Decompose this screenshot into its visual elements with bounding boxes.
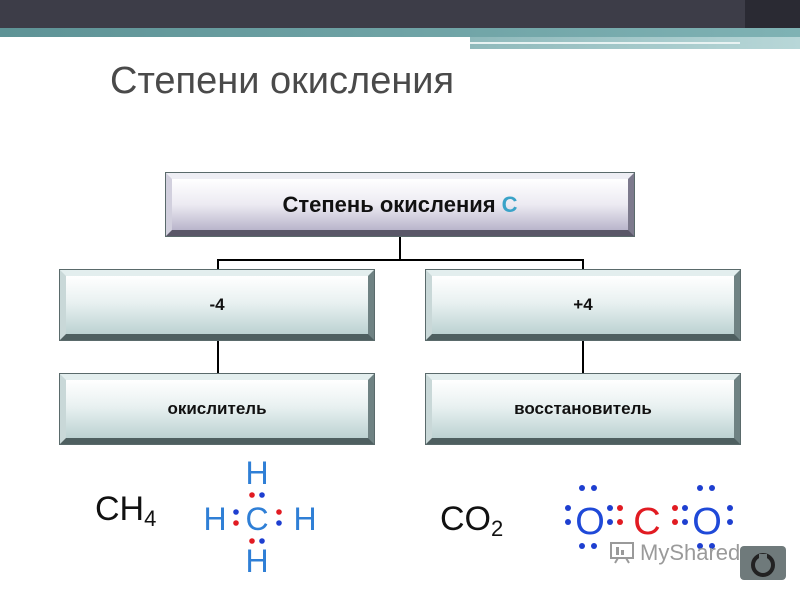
co2-formula-main: CO [440, 500, 491, 538]
top-stripe [0, 28, 800, 37]
ch4-electron-dots [233, 492, 282, 544]
state-plus-box: +4 [426, 270, 740, 340]
connector-left-mid [217, 340, 219, 374]
watermark-icon [610, 542, 634, 564]
ch4-atom-right: H [293, 501, 316, 537]
oxidizer-label: окислитель [167, 399, 267, 418]
co2-atom-right: O [692, 501, 722, 543]
ch4-atom-top: H [245, 455, 268, 491]
logo-badge-icon [751, 553, 775, 577]
state-minus-label: -4 [209, 295, 225, 314]
ch4-formula-main: CH [95, 490, 145, 528]
connector-root-down [399, 236, 401, 260]
reducer-box: восстановитель [426, 374, 740, 444]
co2-formula-sub: 2 [491, 516, 504, 541]
co2-electron-dots [565, 485, 733, 549]
ch4-atom-left: H [203, 501, 226, 537]
connector-left-down [217, 259, 219, 270]
co2-formula: CO2 [440, 500, 503, 542]
root-label: Степень окисления [282, 191, 496, 217]
root-box: Степень окисления C [166, 173, 634, 236]
top-bar [0, 0, 800, 28]
connector-right-mid [582, 340, 584, 374]
ch4-formula-sub: 4 [144, 506, 157, 531]
oxidizer-box: окислитель [60, 374, 374, 444]
connector-right-down [582, 259, 584, 270]
co2-atom-left: O [575, 501, 605, 543]
state-plus-label: +4 [573, 295, 593, 314]
watermark-text: MyShared [640, 540, 740, 566]
slide-title: Степени окисления [110, 60, 455, 102]
ch4-formula: CH4 [95, 490, 156, 532]
ch4-lewis-structure: H H C H H [203, 455, 316, 579]
watermark-label: MyShared [640, 540, 741, 565]
co2-atom-center: C [633, 501, 660, 543]
ch4-atom-center: C [245, 501, 268, 537]
co2-lewis-structure: O C O [565, 485, 733, 549]
root-element: C [501, 191, 518, 217]
reducer-label: восстановитель [514, 399, 652, 418]
state-minus-box: -4 [60, 270, 374, 340]
top-accent-line [470, 42, 740, 44]
logo-badge [740, 546, 786, 580]
ch4-atom-bottom: H [245, 543, 268, 579]
connector-horizontal [217, 259, 584, 261]
top-bar-corner [745, 0, 800, 28]
